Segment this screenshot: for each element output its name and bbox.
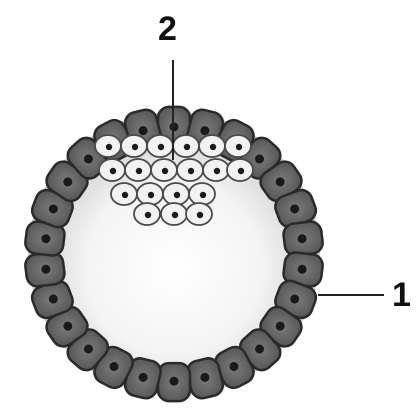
inner-cell (125, 159, 151, 181)
inner-cell (151, 159, 177, 181)
inner-cell (227, 159, 253, 181)
cell-nucleus (214, 168, 220, 174)
inner-cell (203, 159, 229, 181)
cell-nucleus (172, 212, 178, 218)
inner-cell (186, 203, 212, 225)
inner-cell (137, 183, 163, 205)
inner-cell (189, 183, 215, 205)
label-2: 2 (158, 10, 177, 48)
inner-cell (199, 135, 225, 157)
inner-cell (177, 159, 203, 181)
inner-cell (99, 159, 125, 181)
cell-nucleus (110, 168, 116, 174)
inner-cell (173, 135, 199, 157)
inner-cell (225, 135, 251, 157)
cell-nucleus (136, 168, 142, 174)
inner-cell (163, 183, 189, 205)
cell-nucleus (170, 377, 179, 386)
trophoblast-cell (282, 220, 324, 256)
cell-nucleus (148, 192, 154, 198)
inner-cell (134, 203, 160, 225)
inner-cell (95, 135, 121, 157)
cell-nucleus (132, 144, 138, 150)
cell-nucleus (158, 144, 164, 150)
cell-nucleus (238, 168, 244, 174)
cell-nucleus (174, 192, 180, 198)
cell-nucleus (122, 192, 128, 198)
cell-nucleus (236, 144, 242, 150)
cell-nucleus (162, 168, 168, 174)
label-1: 1 (392, 276, 411, 314)
inner-cell (121, 135, 147, 157)
inner-cell (147, 135, 173, 157)
cell-nucleus (197, 212, 203, 218)
trophoblast-cell (158, 363, 190, 401)
cell-nucleus (145, 212, 151, 218)
cell-nucleus (188, 168, 194, 174)
cell-nucleus (200, 192, 206, 198)
cell-nucleus (184, 144, 190, 150)
inner-cell (111, 183, 137, 205)
cell-nucleus (106, 144, 112, 150)
trophoblast-cell (24, 251, 66, 287)
inner-cell (161, 203, 187, 225)
cell-nucleus (210, 144, 216, 150)
